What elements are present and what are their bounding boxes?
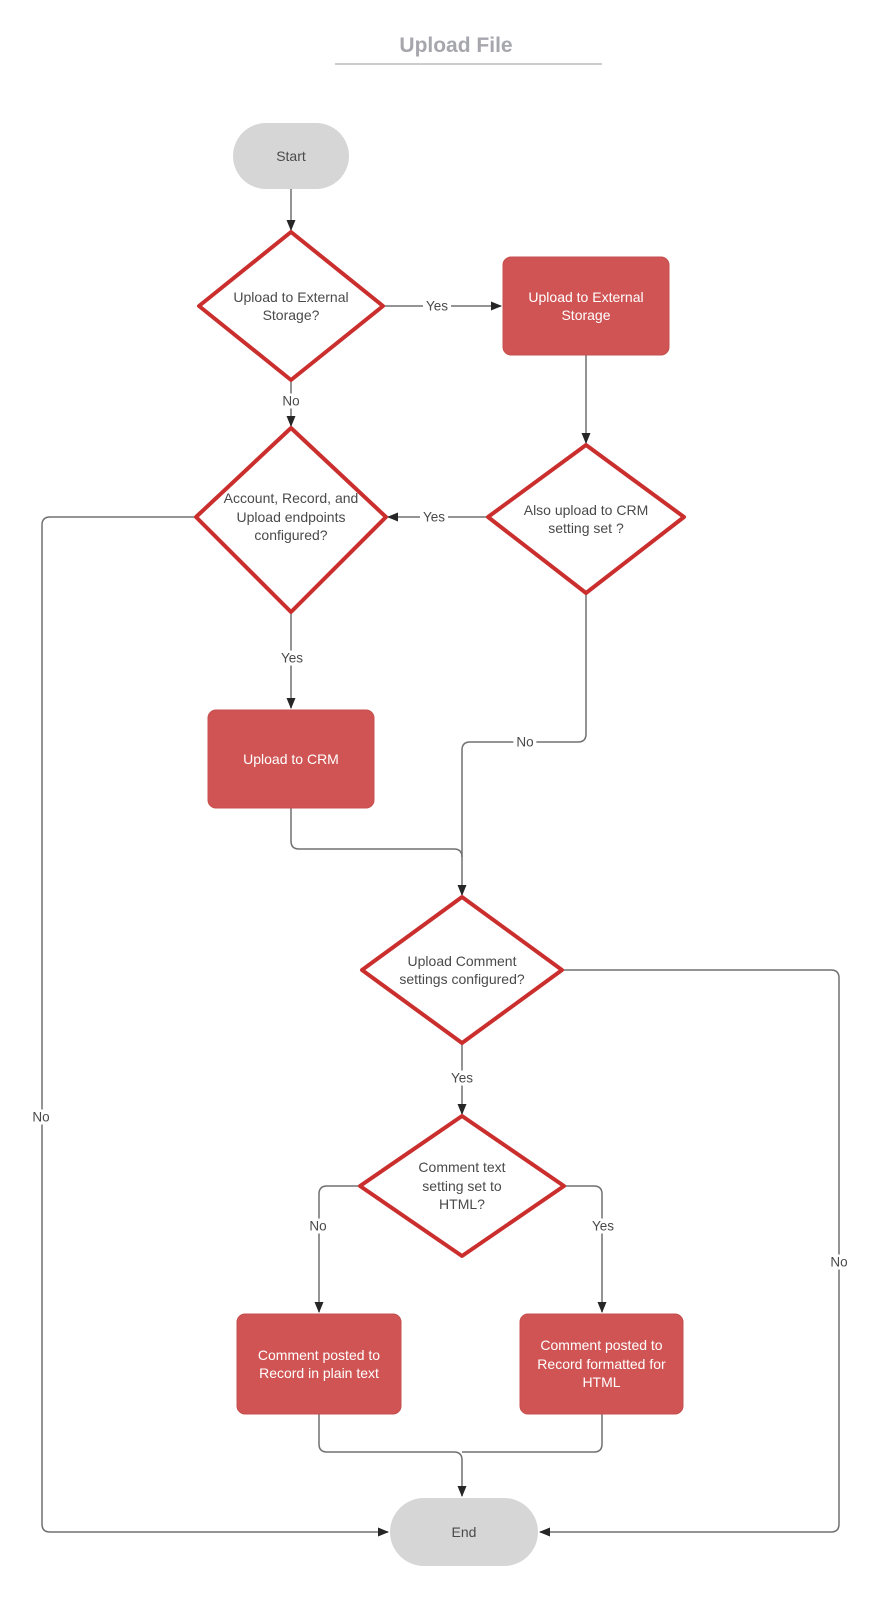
- process-comment-plain-text-shape: [236, 1313, 402, 1415]
- terminal-end-shape: [390, 1498, 538, 1566]
- decision-comment-settings-shape: [360, 895, 564, 1045]
- edge-html-to-end: [462, 1414, 603, 1453]
- edge-upload-crm-to-comment-settings: [290, 808, 463, 858]
- decision-comment-html-shape: [358, 1114, 566, 1258]
- process-comment-html-shape: [519, 1313, 684, 1415]
- edge-label-comment-settings-yes: Yes: [447, 1070, 477, 1086]
- process-upload-external-storage-shape: [502, 256, 670, 356]
- edge-plain-text-to-end: [318, 1414, 467, 1497]
- edge-label-external-no: No: [279, 393, 303, 409]
- decision-upload-external-storage-shape: [197, 230, 385, 382]
- terminal-start-shape: [233, 123, 349, 189]
- edge-label-comment-html-yes: Yes: [588, 1218, 618, 1234]
- edge-comment-html-no: [314, 1185, 364, 1313]
- page-title: Upload File: [399, 34, 513, 57]
- edge-label-comment-html-no: No: [306, 1218, 330, 1234]
- edge-label-external-yes: Yes: [422, 298, 452, 314]
- edge-label-comment-settings-no: No: [827, 1254, 851, 1270]
- edge-endpoints-no: [41, 516, 389, 1537]
- title-underline: [335, 63, 602, 65]
- edge-comment-settings-no: [539, 969, 840, 1537]
- edge-label-crm-setting-no: No: [513, 734, 537, 750]
- decision-crm-setting-shape: [486, 443, 686, 595]
- edge-label-endpoints-yes: Yes: [277, 650, 307, 666]
- edge-comment-html-yes: [564, 1185, 607, 1313]
- edge-label-crm-setting-yes: Yes: [419, 509, 449, 525]
- edge-label-endpoints-no: No: [29, 1109, 53, 1125]
- decision-endpoints-configured-shape: [194, 426, 388, 614]
- process-upload-crm-shape: [207, 709, 375, 809]
